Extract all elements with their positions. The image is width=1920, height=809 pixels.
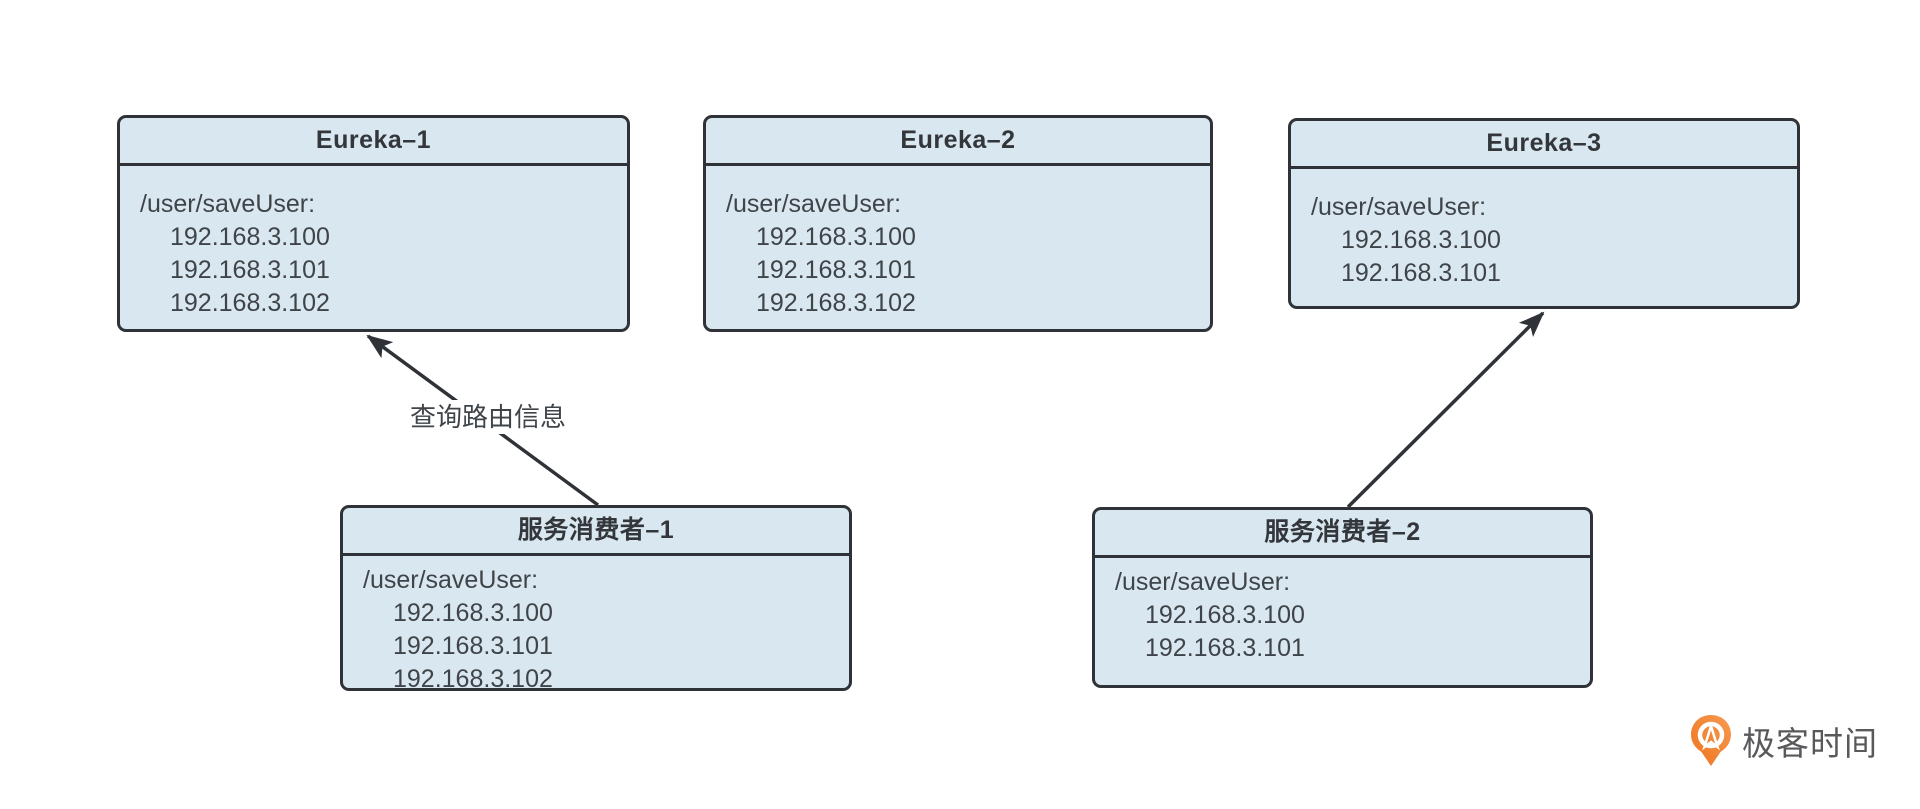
ip-entry: 192.168.3.101 <box>756 256 916 284</box>
ip-entry: 192.168.3.102 <box>170 289 330 317</box>
ip-entry: 192.168.3.100 <box>170 223 330 251</box>
node-eureka-3-title: Eureka–3 <box>1291 121 1797 169</box>
node-consumer-1: 服务消费者–1 /user/saveUser: 192.168.3.100 19… <box>340 505 852 693</box>
ip-entry: 192.168.3.102 <box>393 665 553 693</box>
node-eureka-1-body: /user/saveUser: 192.168.3.100 192.168.3.… <box>120 166 627 320</box>
node-eureka-2-title: Eureka–2 <box>706 118 1210 166</box>
route-path: /user/saveUser: <box>363 566 539 594</box>
ip-entry: 192.168.3.100 <box>1341 226 1501 254</box>
geektime-logo-text: 极客时间 <box>1742 725 1878 762</box>
node-eureka-3-body: /user/saveUser: 192.168.3.100 192.168.3.… <box>1291 169 1797 290</box>
ip-entry: 192.168.3.101 <box>393 632 553 660</box>
route-path: /user/saveUser: <box>1311 193 1487 221</box>
ip-entry: 192.168.3.102 <box>756 289 916 317</box>
node-eureka-1: Eureka–1 /user/saveUser: 192.168.3.100 1… <box>117 115 630 332</box>
node-consumer-1-body: /user/saveUser: 192.168.3.100 192.168.3.… <box>343 556 849 696</box>
route-path: /user/saveUser: <box>1115 568 1291 596</box>
route-path: /user/saveUser: <box>140 190 316 218</box>
node-consumer-2: 服务消费者–2 /user/saveUser: 192.168.3.100 19… <box>1092 507 1593 688</box>
ip-entry: 192.168.3.101 <box>1341 259 1501 287</box>
edge-label-query-route: 查询路由信息 <box>406 400 570 434</box>
node-eureka-2-body: /user/saveUser: 192.168.3.100 192.168.3.… <box>706 166 1210 320</box>
route-path: /user/saveUser: <box>726 190 902 218</box>
node-consumer-2-title: 服务消费者–2 <box>1095 510 1590 558</box>
ip-entry: 192.168.3.100 <box>756 223 916 251</box>
node-eureka-2: Eureka–2 /user/saveUser: 192.168.3.100 1… <box>703 115 1213 332</box>
geektime-pin-icon <box>1691 715 1731 766</box>
node-eureka-3: Eureka–3 /user/saveUser: 192.168.3.100 1… <box>1288 118 1800 309</box>
ip-entry: 192.168.3.100 <box>1145 601 1305 629</box>
arrow-consumer2-to-eureka3 <box>1346 311 1545 509</box>
ip-entry: 192.168.3.101 <box>170 256 330 284</box>
ip-entry: 192.168.3.100 <box>393 599 553 627</box>
node-consumer-1-title: 服务消费者–1 <box>343 508 849 556</box>
node-eureka-1-title: Eureka–1 <box>120 118 627 166</box>
node-consumer-2-body: /user/saveUser: 192.168.3.100 192.168.3.… <box>1095 558 1590 665</box>
geektime-logo: 极客时间 <box>1690 714 1878 768</box>
ip-entry: 192.168.3.101 <box>1145 634 1305 662</box>
